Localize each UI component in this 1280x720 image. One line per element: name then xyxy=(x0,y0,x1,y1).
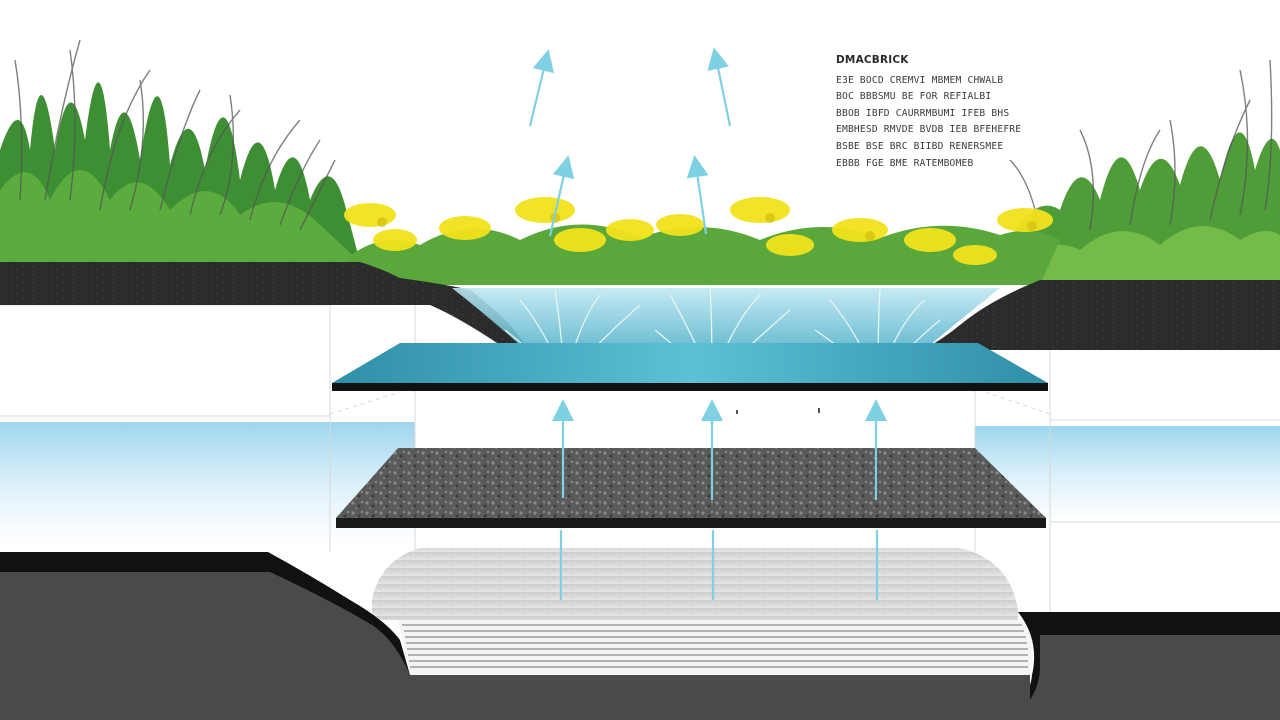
annotation-line: BSBE BSE BRC BIIBD RENERSMEE xyxy=(836,140,1004,152)
left-soil-bank xyxy=(0,262,525,345)
left-grass xyxy=(0,39,360,263)
ponding-water xyxy=(452,288,1000,345)
ponding-layer-edge xyxy=(332,383,1048,391)
annotation-title: DMACBRICK xyxy=(836,54,909,66)
arrow-up-icon xyxy=(707,47,732,127)
annotation-block: DMACBRICK E3E BOCD CREMVI MBMEM CHWALB B… xyxy=(836,52,1046,172)
flowering-plant-band xyxy=(344,197,1060,285)
gravel-layer-slab xyxy=(336,448,1046,518)
tick-marks xyxy=(736,408,820,414)
annotation-line: EMBHESD RMVDE BVDB IEB BFEHEFRE xyxy=(836,124,1022,136)
flow-arrows xyxy=(528,47,887,600)
arrow-up-icon xyxy=(528,49,555,127)
gravel-layer-edge xyxy=(336,518,1046,528)
arrow-up-icon xyxy=(686,155,709,235)
ground-cut-left xyxy=(0,572,420,720)
right-soil-bank xyxy=(920,280,1280,350)
ponding-layer-slab xyxy=(332,343,1048,383)
annotation-line: BOC BBBSMU BE FOR REFIALBI xyxy=(836,91,992,103)
annotation-line: EBBB FGE BME RATEMBOMEB xyxy=(836,157,974,169)
arrow-up-icon xyxy=(548,155,575,237)
drainage-layer xyxy=(398,620,1034,675)
sand-filter-layer xyxy=(372,548,1018,620)
annotation-line: BBOB IBFD CAURRMBUMI IFEB BHS xyxy=(836,107,1010,119)
ground-cut-right xyxy=(1010,635,1280,720)
right-grass xyxy=(1000,59,1280,285)
ground-cut-bottom xyxy=(410,675,1030,720)
annotation-line: E3E BOCD CREMVI MBMEM CHWALB xyxy=(836,74,1004,86)
